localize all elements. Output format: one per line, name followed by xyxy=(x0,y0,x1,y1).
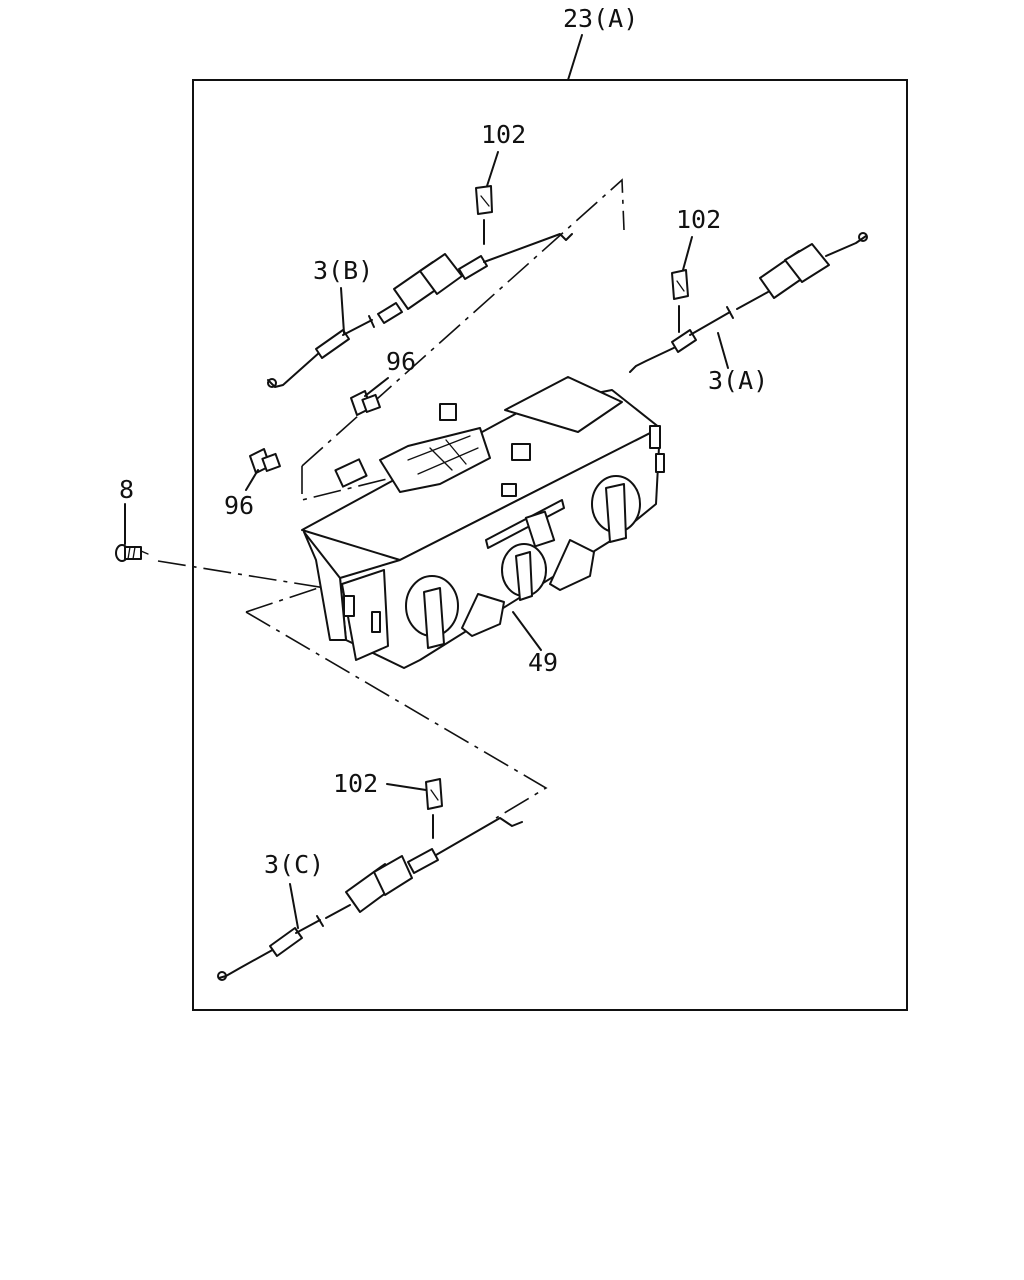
callout-102-right: 102 xyxy=(676,205,721,234)
clip-102-bottom xyxy=(425,778,443,839)
callout-102-top: 102 xyxy=(481,120,526,149)
assembly-frame xyxy=(192,79,908,1011)
callout-96-lower: 96 xyxy=(224,491,254,520)
pin-96-lower xyxy=(249,448,281,474)
leader-102-bottom xyxy=(386,783,427,791)
callout-3a: 3(A) xyxy=(708,366,768,395)
screw-axis-line xyxy=(157,560,351,593)
screw-8 xyxy=(115,544,149,562)
pin-96-upper xyxy=(350,390,381,416)
callout-3b: 3(B) xyxy=(313,256,373,285)
leader-49 xyxy=(512,611,542,651)
leader-3c xyxy=(289,883,299,929)
clip-102-right xyxy=(671,269,689,333)
frame-label: 23(A) xyxy=(563,4,638,33)
cable-3a xyxy=(629,232,868,373)
clip-102-top xyxy=(475,185,493,245)
leader-3a xyxy=(717,332,729,369)
leader-102-right xyxy=(682,236,693,271)
leader-96-upper xyxy=(364,377,389,397)
leader-3b xyxy=(340,287,345,334)
callout-102-bottom: 102 xyxy=(333,769,378,798)
control-unit-49 xyxy=(245,376,665,819)
frame-label-leader xyxy=(567,34,583,81)
callout-49: 49 xyxy=(528,648,558,677)
leader-102-top xyxy=(486,151,499,187)
cable-3b xyxy=(267,178,625,502)
leader-96-lower xyxy=(245,469,259,491)
cable-3c xyxy=(217,817,523,981)
callout-96-upper: 96 xyxy=(386,347,416,376)
callout-3c: 3(C) xyxy=(264,850,324,879)
callout-8: 8 xyxy=(119,475,134,504)
